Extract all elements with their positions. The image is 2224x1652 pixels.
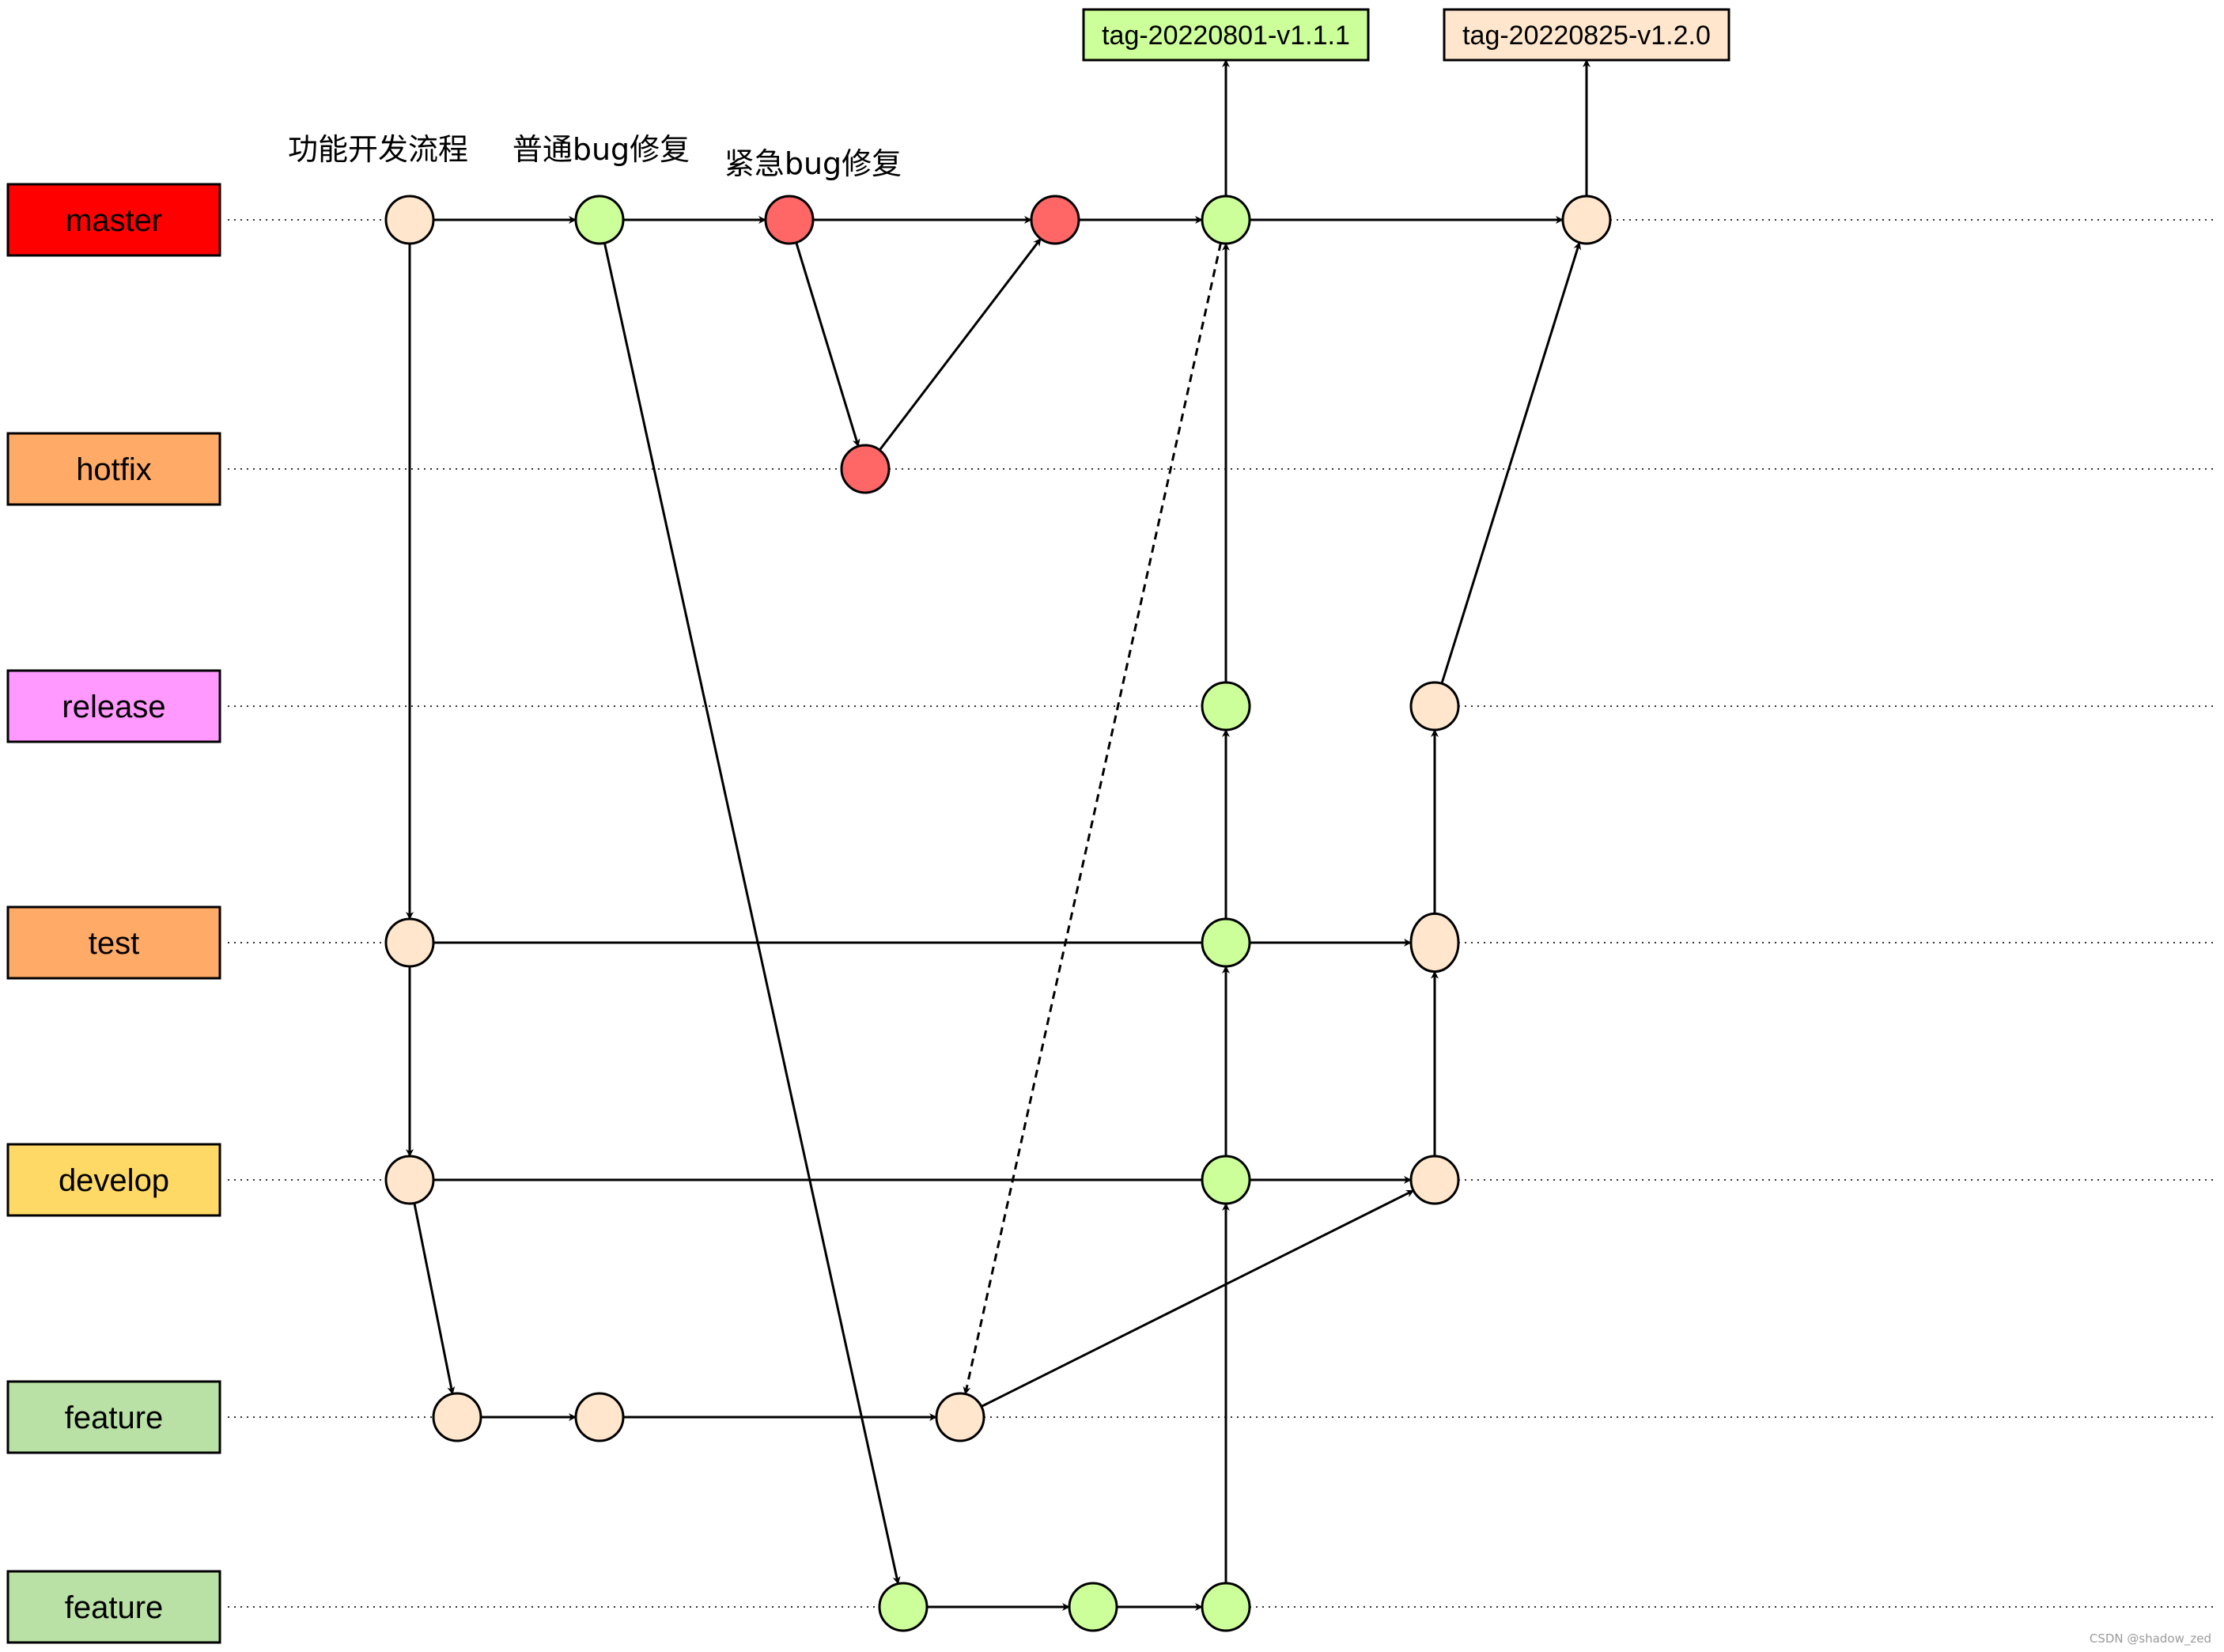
lane-label-test: test <box>89 926 139 961</box>
lane-label-box-feature2 <box>6 1570 221 1644</box>
commit-d2 <box>1201 1155 1251 1205</box>
lane-label-box-test <box>6 905 221 980</box>
lane-guides <box>228 219 2215 1608</box>
edge-d1-f1 <box>413 1203 456 1395</box>
commit-m3 <box>764 195 815 245</box>
lane-label-feature1: feature <box>65 1401 164 1435</box>
commit-m6 <box>1561 195 1612 245</box>
commit-d3 <box>1409 1155 1460 1205</box>
lane-label-hotfix: hotfix <box>76 452 152 487</box>
commit-g1 <box>878 1582 929 1632</box>
commit-r1 <box>1201 681 1251 731</box>
edges <box>406 216 1582 1611</box>
tag-text-tag-v120: tag-20220825-v1.2.0 <box>1462 21 1711 51</box>
flow-label-feature-flow: 功能开发流程 <box>288 132 468 167</box>
commit-t2 <box>1201 917 1251 968</box>
tag-text-tag-v111: tag-20220801-v1.1.1 <box>1102 21 1350 51</box>
edge-h1-m4 <box>878 237 1042 452</box>
flow-labels: 功能开发流程 普通bug修复紧急bug修复 <box>288 132 902 181</box>
commit-d1 <box>384 1155 435 1205</box>
lane-label-master: master <box>66 203 162 238</box>
lane-label-box-release <box>6 669 221 743</box>
commit-m1 <box>384 195 435 245</box>
commit-nodes <box>384 195 1612 1632</box>
lane-labels: master hotfix release test develop feature fea… <box>6 183 221 1644</box>
commit-f1 <box>432 1392 482 1442</box>
tag-labels: tag-20220801-v1.1.1 tag-20220825-v1.2.0 <box>1082 8 1730 196</box>
commit-t1 <box>384 917 435 968</box>
commit-t3 <box>1409 912 1460 973</box>
commit-g2 <box>1068 1582 1118 1632</box>
watermark: CSDN @shadow_zed <box>2089 1631 2211 1646</box>
lane-label-release: release <box>62 690 165 724</box>
commit-f2 <box>574 1392 625 1442</box>
edge-m3-h1 <box>795 242 860 448</box>
commit-r2 <box>1409 681 1460 731</box>
edge-m2-g1 <box>603 242 901 1585</box>
edge-m5-f3 <box>963 235 1227 1395</box>
commit-m4 <box>1030 195 1080 245</box>
commit-g3 <box>1201 1582 1251 1632</box>
flow-label-bugfix-flow: 普通bug修复 <box>513 132 690 167</box>
edge-r2-m6 <box>1440 241 1582 684</box>
edge-f3-d3 <box>981 1189 1415 1408</box>
commit-m5 <box>1201 195 1251 245</box>
lane-label-box-hotfix <box>6 432 221 506</box>
lane-label-box-master <box>6 183 221 257</box>
commit-f3 <box>935 1392 985 1442</box>
lane-label-develop: develop <box>59 1163 169 1198</box>
commit-m2 <box>574 195 625 245</box>
commit-h1 <box>840 444 891 494</box>
lane-label-box-develop <box>6 1143 221 1217</box>
lane-label-box-feature1 <box>6 1380 221 1454</box>
lane-label-feature2: feature <box>65 1590 164 1625</box>
flow-label-hotfix-flow: 紧急bug修复 <box>724 146 902 181</box>
